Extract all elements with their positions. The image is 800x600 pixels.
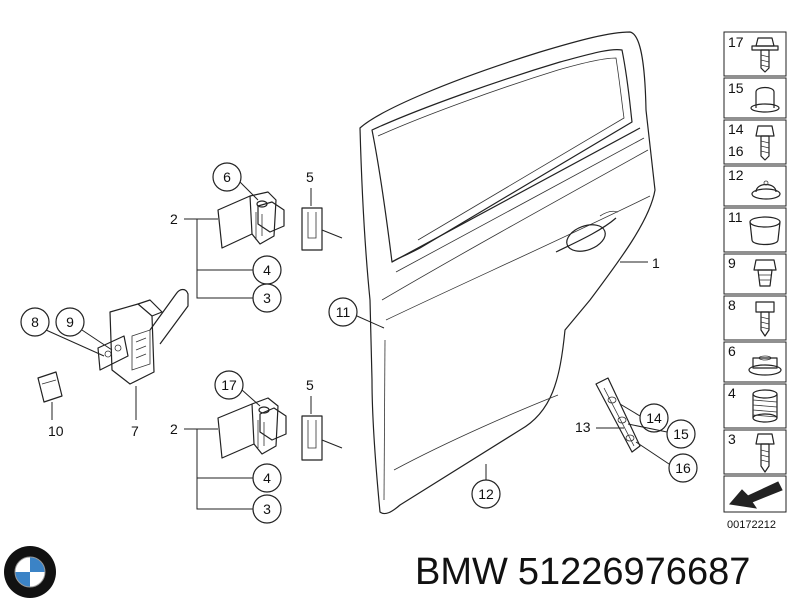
callout-4-lower: 4 xyxy=(263,470,271,486)
callout-11: 11 xyxy=(336,304,351,320)
panel-label-15: 15 xyxy=(728,80,744,96)
callout-3-upper: 3 xyxy=(263,290,271,306)
callout-9: 9 xyxy=(66,314,74,330)
callout-17: 17 xyxy=(221,377,237,393)
hex-bolt-icon xyxy=(755,125,775,161)
panel-label-8: 8 xyxy=(728,297,736,313)
door-check-strap xyxy=(97,288,189,385)
bmw-logo xyxy=(4,546,56,598)
panel-label-6: 6 xyxy=(728,343,736,359)
callout-2-lower: 2 xyxy=(170,421,178,437)
lower-shim xyxy=(301,415,343,461)
arrow-card-icon xyxy=(729,481,783,509)
grommet-icon xyxy=(749,216,781,246)
panel-label-11: 11 xyxy=(728,209,743,225)
rear-door-shell xyxy=(359,31,656,515)
callout-5-upper: 5 xyxy=(306,169,314,185)
panel-label-12: 12 xyxy=(728,167,744,183)
door-handle xyxy=(555,210,619,253)
callout-10: 10 xyxy=(48,423,64,439)
callout-3-lower: 3 xyxy=(263,501,271,517)
callout-14: 14 xyxy=(646,410,662,426)
brand-name: BMW xyxy=(415,551,508,593)
callout-15: 15 xyxy=(673,426,689,442)
drawing-number: 00172212 xyxy=(727,519,776,531)
callout-13: 13 xyxy=(575,419,591,435)
panel-label-9: 9 xyxy=(728,255,736,271)
flange-nut-icon xyxy=(748,355,782,376)
long-bolt-icon xyxy=(755,433,775,473)
callout-16: 16 xyxy=(675,460,691,476)
callout-8: 8 xyxy=(31,314,39,330)
callout-1: 1 xyxy=(652,255,660,271)
flange-bolt-icon xyxy=(751,37,779,73)
callout-5-lower: 5 xyxy=(306,377,314,393)
panel-label-17: 17 xyxy=(728,34,744,50)
rivet-nut-icon xyxy=(753,259,777,287)
panel-label-4: 4 xyxy=(728,385,736,401)
upper-hinge xyxy=(217,191,285,249)
callout-4-upper: 4 xyxy=(263,262,271,278)
panel-label-14: 14 xyxy=(728,121,744,137)
screw-icon xyxy=(755,301,775,337)
trim-strip xyxy=(595,377,641,453)
coil-nut-icon xyxy=(752,389,778,423)
cap-part xyxy=(37,371,63,403)
callout-6: 6 xyxy=(223,169,231,185)
plug-icon xyxy=(750,86,780,113)
callout-7: 7 xyxy=(131,423,139,439)
callout-12: 12 xyxy=(478,486,494,502)
panel-label-3: 3 xyxy=(728,431,736,447)
parts-panel: 17 15 14 16 12 xyxy=(723,31,787,531)
lower-hinge xyxy=(217,397,287,459)
dome-clip-icon xyxy=(751,180,781,200)
panel-label-16: 16 xyxy=(728,143,744,159)
part-number: 51226976687 xyxy=(517,551,751,593)
upper-shim xyxy=(301,207,343,251)
callout-2-upper: 2 xyxy=(170,211,178,227)
